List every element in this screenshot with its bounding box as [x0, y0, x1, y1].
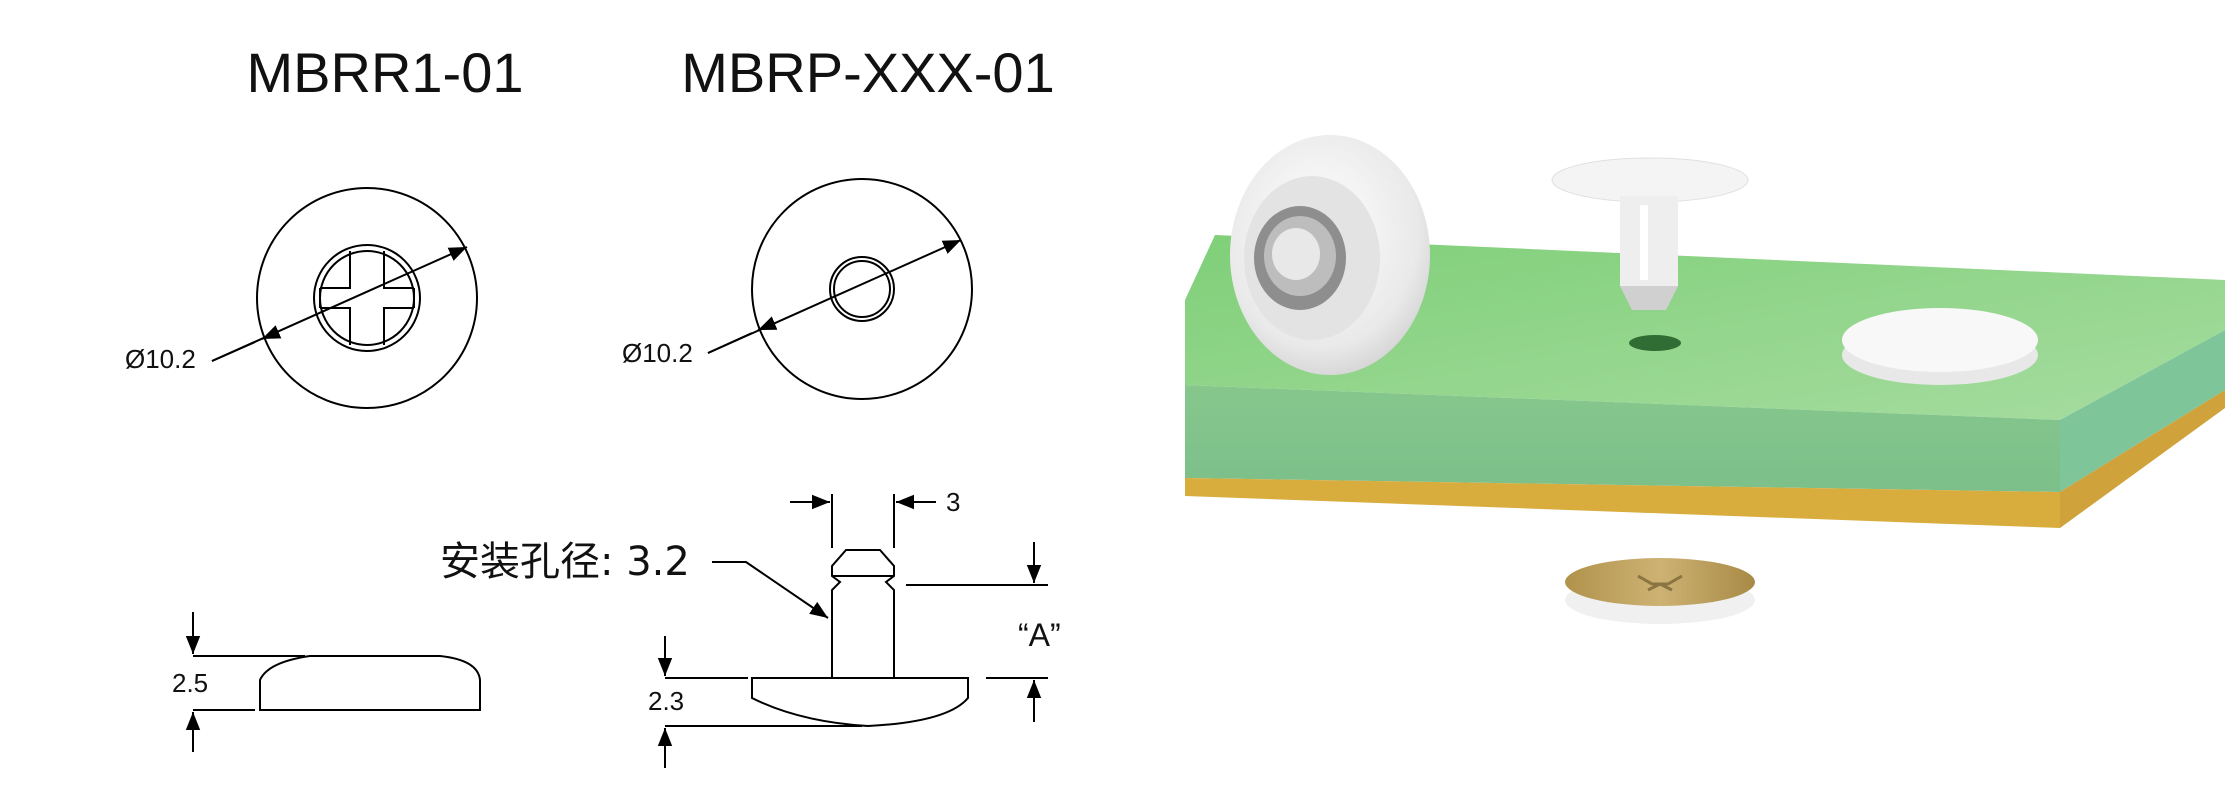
- title-mbrr1: MBRR1-01: [247, 41, 524, 104]
- side-view-mbrp: [657, 494, 1048, 768]
- diameter-label-left: Ø10.2: [125, 344, 196, 374]
- gold-cap-part: [1565, 558, 1755, 624]
- product-render: [1185, 135, 2225, 624]
- height-label-right: 2.3: [648, 686, 684, 716]
- pin-length-label: “A”: [1018, 617, 1061, 653]
- ball-roller-part: [1230, 135, 1430, 375]
- flat-cap-part: [1842, 308, 2038, 385]
- diameter-label-right: Ø10.2: [622, 338, 693, 368]
- height-label-left: 2.5: [172, 668, 208, 698]
- mounting-hole-annotation: 安装孔径: 3.2: [440, 539, 690, 585]
- top-view-mbrp: [707, 178, 973, 400]
- pin-width-label: 3: [946, 487, 960, 517]
- title-mbrp: MBRP-XXX-01: [681, 41, 1054, 104]
- push-pin-part: [1551, 157, 1749, 310]
- top-view-mbrr1: [211, 187, 478, 409]
- side-view-mbrr1: [185, 612, 481, 752]
